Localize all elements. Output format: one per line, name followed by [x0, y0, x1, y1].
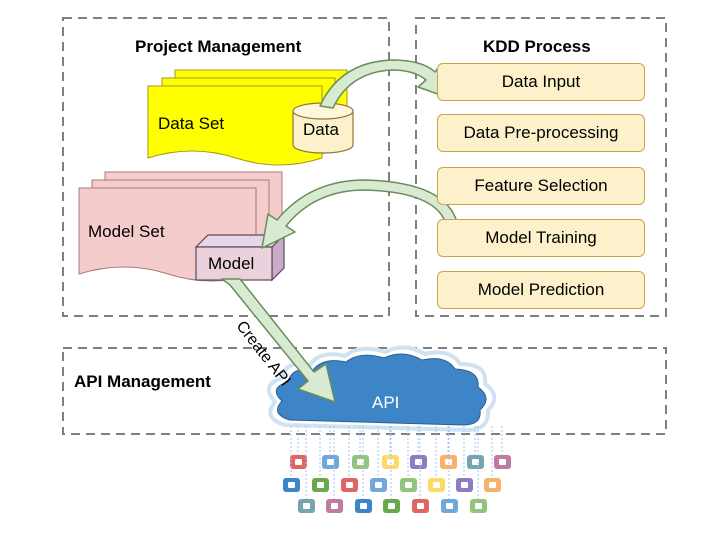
app-icons-cluster	[283, 426, 511, 513]
app-icon-glyph	[317, 482, 324, 488]
app-icon-glyph	[327, 459, 334, 465]
app-icon-glyph	[446, 503, 453, 509]
kdd-to-model-arrow	[261, 179, 458, 249]
app-icon-glyph	[461, 482, 468, 488]
app-icon-glyph	[405, 482, 412, 488]
app-icon-glyph	[415, 459, 422, 465]
kdd-step-data-preprocessing: Data Pre-processing	[437, 114, 645, 152]
data-label: Data	[303, 120, 339, 139]
data-set-label: Data Set	[158, 114, 225, 133]
data-cylinder	[292, 102, 354, 154]
app-icon-glyph	[360, 503, 367, 509]
kdd-process-frame	[415, 17, 667, 317]
kdd-process-title: KDD Process	[483, 37, 591, 56]
app-icon-glyph	[295, 459, 302, 465]
app-icon-glyph	[357, 459, 364, 465]
app-icon-glyph	[303, 503, 310, 509]
model-set-label: Model Set	[88, 222, 165, 241]
api-cloud-label: API	[372, 393, 400, 412]
app-icon-glyph	[417, 503, 424, 509]
model-label: Model	[208, 254, 255, 273]
app-icon-glyph	[388, 503, 395, 509]
app-icon-glyph	[288, 482, 295, 488]
app-icon-glyph	[375, 482, 382, 488]
kdd-step-model-prediction: Model Prediction	[437, 271, 645, 309]
app-icon-glyph	[472, 459, 479, 465]
kdd-step-feature-selection: Feature Selection	[437, 167, 645, 205]
app-icon-glyph	[331, 503, 338, 509]
app-icon-glyph	[499, 459, 506, 465]
project-management-frame	[62, 17, 390, 317]
kdd-step-data-input: Data Input	[437, 63, 645, 101]
project-management-title: Project Management	[135, 37, 302, 56]
app-icon-glyph	[489, 482, 496, 488]
app-icon-glyph	[475, 503, 482, 509]
api-management-title: API Management	[74, 372, 211, 391]
app-icon-glyph	[433, 482, 440, 488]
app-icon-glyph	[346, 482, 353, 488]
create-api-arrow	[221, 278, 336, 403]
kdd-step-model-training: Model Training	[437, 219, 645, 257]
